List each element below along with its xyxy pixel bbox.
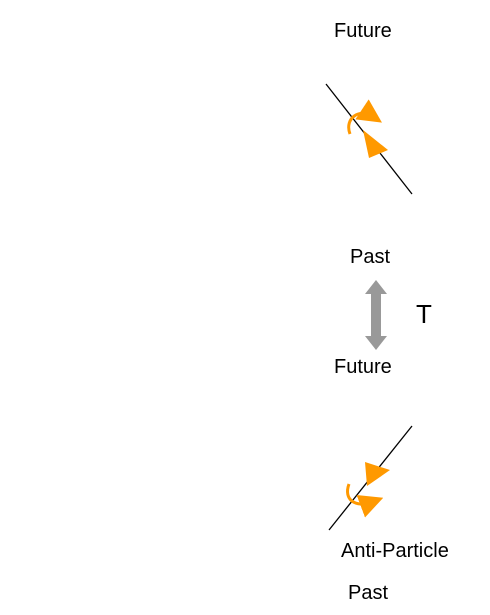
- bottom-spin-arrow-icon: [346, 483, 384, 518]
- top-spin-arrow-icon: [347, 99, 382, 135]
- bottom-future-label: Future: [334, 356, 392, 378]
- transform-arrow-icon: [365, 280, 387, 350]
- top-past-label: Past: [350, 246, 391, 268]
- antiparticle-label: Anti-Particle: [341, 540, 449, 562]
- top-future-label: Future: [334, 20, 392, 42]
- bottom-past-label: Past: [348, 582, 389, 604]
- top-particle-group: [325, 83, 413, 195]
- top-direction-arrow-icon: [363, 130, 388, 158]
- bottom-direction-arrow-icon: [365, 462, 390, 486]
- transform-symbol-label: T: [416, 299, 432, 329]
- bottom-antiparticle-group: [328, 425, 413, 531]
